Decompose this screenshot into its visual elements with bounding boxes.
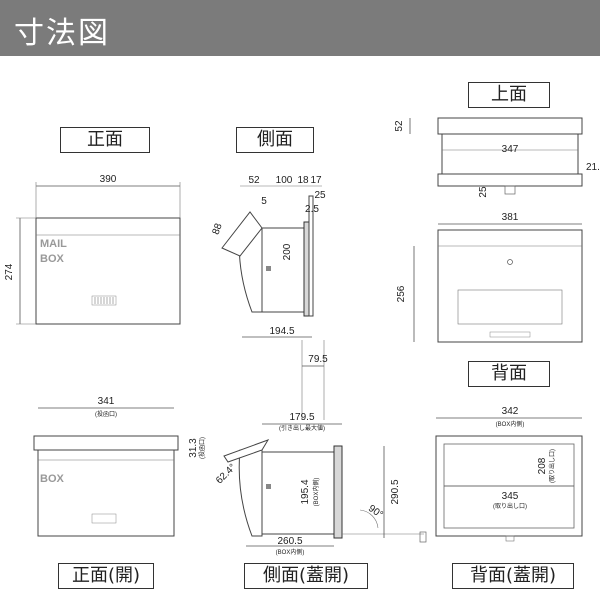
side-view: 52 100 18 17 25 5 2.5 88 200 194.5 79.5 xyxy=(211,175,328,420)
dim-back-open-208-sub: (取り出し口) xyxy=(548,449,556,483)
dim-side-2-5: 2.5 xyxy=(305,204,319,215)
back-view: 381 256 xyxy=(396,212,583,343)
dim-back-open-345: 345 xyxy=(502,491,519,502)
dim-side-open-290-5: 290.5 xyxy=(390,479,401,504)
label-side: 側面 xyxy=(236,127,314,153)
dim-top-25: 25 xyxy=(478,186,489,198)
dim-side-18: 18 xyxy=(297,175,309,186)
dim-side-open-260-5-sub: (BOX内側) xyxy=(276,548,305,556)
back-open-view: 342 (BOX内側) 345 (取り出し口) 208 (取り出し口) xyxy=(435,406,583,542)
label-top: 上面 xyxy=(468,82,550,108)
label-side-open: 側面(蓋開) xyxy=(244,563,368,589)
dim-back-open-208: 208 xyxy=(537,457,548,474)
dim-side-100: 100 xyxy=(276,175,293,186)
label-back-open: 背面(蓋開) xyxy=(452,563,574,589)
dim-side-79-5: 79.5 xyxy=(308,354,328,365)
dim-side-194-5: 194.5 xyxy=(269,326,294,337)
label-back: 背面 xyxy=(468,361,550,387)
dim-side-5: 5 xyxy=(261,196,267,207)
dim-side-open-179-5: 179.5 xyxy=(289,412,314,423)
front-open-box-text: BOX xyxy=(40,473,65,485)
dim-front-open-341-sub: (投函口) xyxy=(95,410,117,418)
dim-back-open-342-sub: (BOX内側) xyxy=(496,420,525,428)
dim-side-open-195-4-sub: (BOX内側) xyxy=(312,478,320,507)
front-box-text: BOX xyxy=(40,253,65,265)
label-front: 正面 xyxy=(60,127,150,153)
dim-side-25: 25 xyxy=(314,190,326,201)
dim-side-open-260-5: 260.5 xyxy=(277,536,302,547)
dim-front-width: 390 xyxy=(100,174,117,185)
dim-back-256: 256 xyxy=(396,285,407,302)
dim-front-height: 274 xyxy=(4,263,15,280)
dim-side-open-31-3-sub: (投函口) xyxy=(198,437,206,459)
dim-back-open-342: 342 xyxy=(502,406,519,417)
dim-front-open-341: 341 xyxy=(98,396,115,407)
vent-slots xyxy=(91,295,117,306)
label-front-open: 正面(開) xyxy=(58,563,154,589)
top-view: 52 347 21.5 25 xyxy=(394,117,600,198)
dim-top-21-5: 21.5 xyxy=(586,162,600,173)
dim-side-open-62-4: 62.4° xyxy=(214,462,238,486)
dim-side-open-angle-90: 90° xyxy=(366,503,385,521)
dim-side-open-179-5-sub: (引き出し最大値) xyxy=(279,424,325,432)
dim-side-open-195-4: 195.4 xyxy=(300,479,311,504)
dim-side-200: 200 xyxy=(282,243,293,260)
dim-top-347: 347 xyxy=(502,144,519,155)
dim-back-381: 381 xyxy=(502,212,519,223)
dim-top-52: 52 xyxy=(394,120,405,132)
dim-side-angle-88: 88 xyxy=(211,222,225,237)
header-bar: 寸法図 xyxy=(0,0,600,56)
front-view: MAIL BOX 390 274 xyxy=(4,174,181,325)
front-mail-text: MAIL xyxy=(40,238,67,250)
page-title: 寸法図 xyxy=(14,16,110,51)
dim-side-17: 17 xyxy=(310,175,322,186)
side-open-view: 179.5 (引き出し最大値) 31.3 (投函口) 62.4° 195.4 (… xyxy=(188,412,427,556)
dim-back-open-345-sub: (取り出し口) xyxy=(493,502,527,510)
front-open-view: BOX 341 (投函口) xyxy=(33,396,179,537)
dim-side-52: 52 xyxy=(248,175,260,186)
dim-side-open-31-3: 31.3 xyxy=(188,438,199,458)
